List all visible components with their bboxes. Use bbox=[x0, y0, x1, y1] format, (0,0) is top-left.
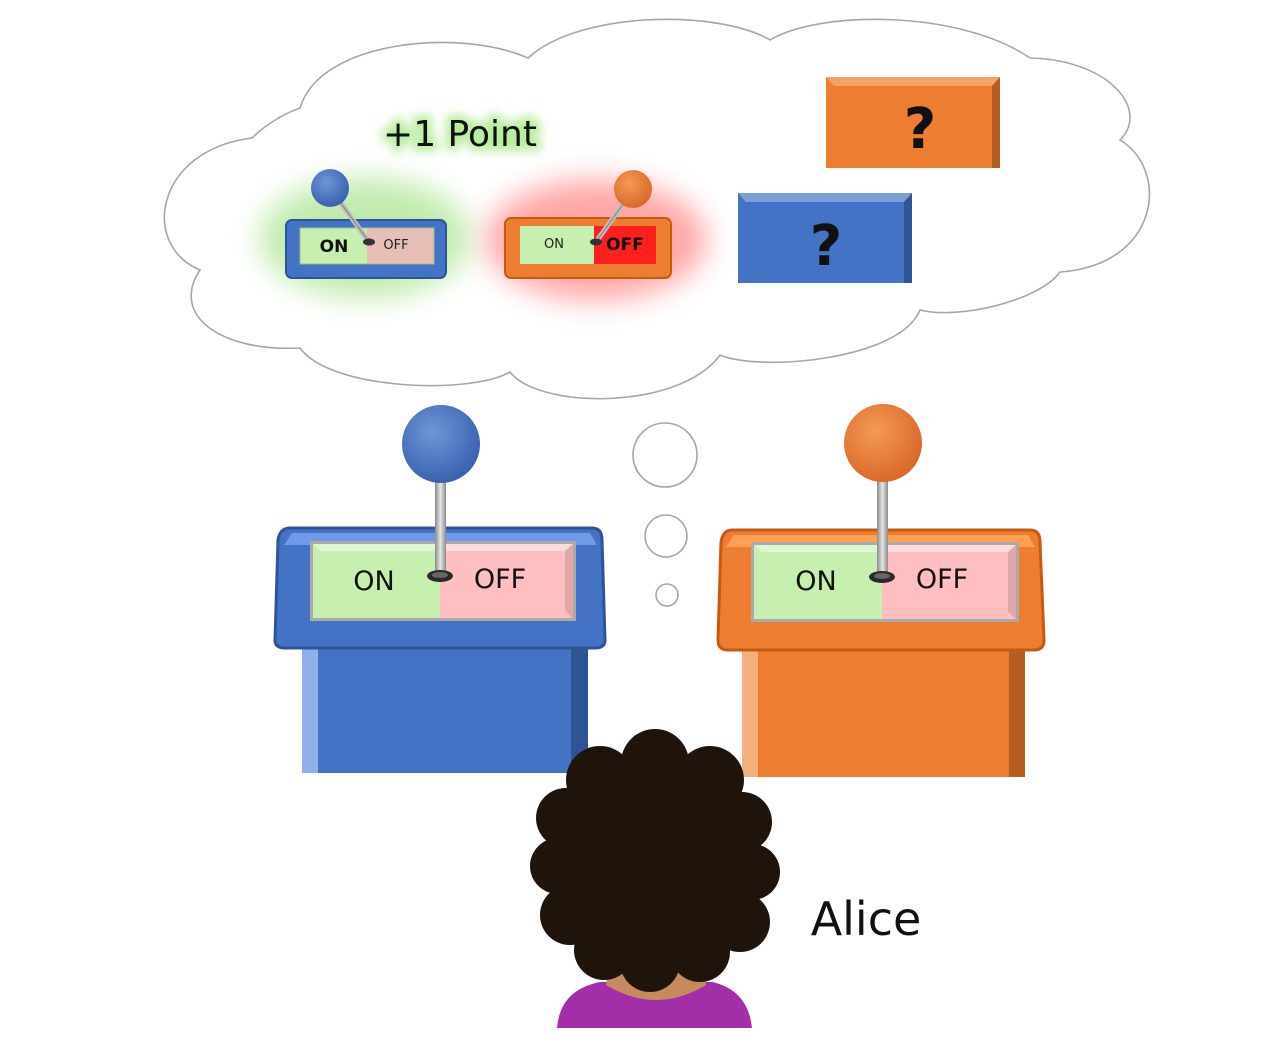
mini-on-label-2: ON bbox=[544, 237, 564, 252]
alice-figure bbox=[530, 729, 780, 1028]
alice-name-label: Alice bbox=[811, 892, 922, 946]
blue-lever-pole bbox=[435, 462, 446, 576]
orange-off-label: OFF bbox=[916, 564, 968, 595]
unknown-box-blue: ? bbox=[738, 193, 912, 283]
orange-lever-knob bbox=[844, 404, 922, 482]
blue-pedestal bbox=[302, 640, 588, 773]
blue-off-label: OFF bbox=[474, 564, 526, 595]
mini-lever-blue: ON OFF bbox=[260, 169, 470, 298]
question-mark: ? bbox=[904, 97, 936, 162]
orange-off-panel bbox=[882, 545, 1016, 619]
question-mark-2: ? bbox=[810, 214, 842, 279]
orange-on-panel bbox=[754, 545, 882, 619]
reward-glow: +1 Point bbox=[383, 114, 537, 155]
blue-off-panel bbox=[440, 544, 573, 618]
mini-on-label: ON bbox=[320, 237, 349, 257]
orange-pedestal bbox=[742, 642, 1025, 777]
mini-knob-blue bbox=[311, 169, 349, 207]
blue-lever-knob bbox=[402, 405, 480, 483]
alice-hair bbox=[530, 729, 780, 992]
blue-on-label: ON bbox=[353, 566, 394, 597]
mini-off-label: OFF bbox=[383, 238, 408, 253]
orange-station: ON OFF bbox=[716, 404, 1046, 777]
reward-text: +1 Point bbox=[383, 114, 537, 155]
mini-off-label-2: OFF bbox=[606, 235, 644, 255]
alice-shirt bbox=[557, 982, 752, 1028]
blue-on-panel bbox=[313, 544, 440, 618]
unknown-box-orange: ? bbox=[826, 77, 1000, 168]
orange-on-label: ON bbox=[795, 566, 836, 597]
blue-station: ON OFF bbox=[273, 405, 607, 773]
mini-off-panel bbox=[367, 228, 434, 264]
orange-lever-pole bbox=[877, 462, 888, 577]
thought-bubbles bbox=[632, 422, 698, 607]
mini-lever-orange: ON OFF bbox=[486, 170, 706, 300]
mini-knob-orange bbox=[614, 170, 652, 208]
reward-label: +1 Point +1 Point bbox=[378, 109, 542, 160]
